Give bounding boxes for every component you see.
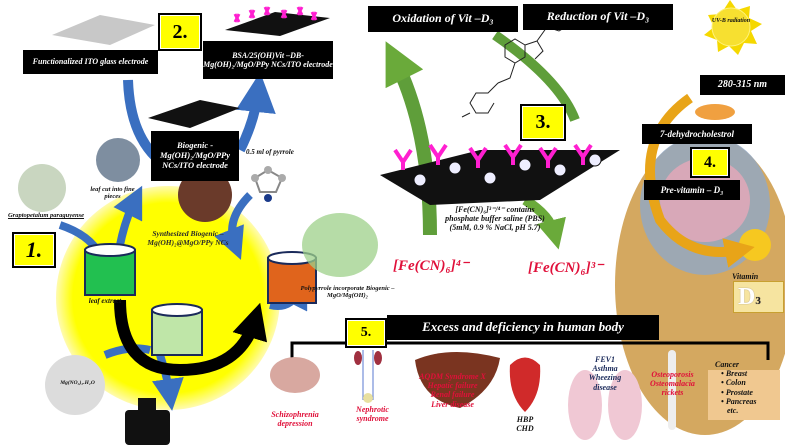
buffer-description: [Fe(CN)₆]³⁻/⁴⁻ contains phosphate buffer… — [445, 205, 545, 233]
uv-conversion-arrow — [645, 93, 755, 268]
wavelength-label: 280-315 nm — [700, 75, 785, 95]
plant-name-label: Graptopetalum paraguyense — [7, 212, 85, 219]
condition-item: Osteoporosis — [651, 370, 694, 379]
reduction-arrow-bottom — [522, 195, 566, 250]
plant-photo — [18, 164, 66, 212]
uv-b-label: UV-B radiation — [711, 18, 751, 24]
condition-item: HBP — [516, 415, 534, 424]
lung-conditions: FEV1 Asthma Wheezing disease — [575, 355, 635, 392]
reduction-label: Reduction of Vit –D₃ — [523, 4, 673, 30]
synthesized-nc-label: Synthesized Biogenic – Mg(OH)₂@MgO/PPy N… — [147, 229, 229, 247]
cancer-item: Pancreas — [725, 396, 757, 406]
bsa-electrode-illustration — [225, 6, 330, 36]
d3-subscript: 3 — [755, 295, 761, 307]
biogenic-nanostructure — [148, 100, 240, 128]
kidney-icon — [354, 350, 382, 403]
pyrrole-label: 0.5 ml of pyrrole — [246, 148, 294, 156]
cancer-title: Cancer — [715, 360, 739, 369]
arrow-to-device — [152, 353, 184, 411]
brain-conditions: Schizophrenia depression — [271, 410, 319, 429]
condition-item: Osteomalacia — [650, 379, 695, 389]
ferricyanide-label: [Fe(CN)₆]³⁻ — [528, 260, 604, 276]
body-section-title: Excess and deficiency in human body — [387, 315, 659, 340]
cancer-item: Colon — [725, 378, 746, 388]
beaker-mixture — [151, 303, 203, 356]
condition-item: FEV1 — [594, 355, 615, 364]
ito-glass-plate — [52, 15, 155, 45]
arrow-synthesis-flow — [114, 299, 268, 377]
step-4-badge: 4. — [690, 147, 730, 178]
cancer-conditions: Cancer • Breast • Colon • Prostate • Pan… — [715, 360, 785, 415]
vitamin-d3-badge: D3 — [733, 281, 784, 313]
vitamin-label: Vitamin — [732, 272, 759, 281]
salt-label: Mg(NO₃)₂.H₂O — [60, 380, 95, 386]
d-letter: D — [738, 284, 756, 310]
cancer-item: Prostate — [725, 387, 753, 397]
body-bracket — [290, 341, 770, 360]
nanocomposite-powder-photo — [178, 168, 232, 222]
condition-item: rickets — [661, 388, 684, 398]
reduction-arrow-top — [492, 30, 580, 122]
condition-item: Asthma — [592, 364, 618, 374]
skin-tissue-icon — [708, 370, 780, 420]
condition-item: AQDM Syndrome X — [419, 372, 486, 381]
sensor-electrode-strip — [380, 143, 620, 205]
step-3-badge: 3. — [520, 104, 566, 141]
kidney-conditions: Nephrotic syndrome — [356, 405, 389, 424]
brain-icon — [270, 357, 320, 393]
dehydrocholesterol-label: 7-dehydrocholestrol — [642, 124, 752, 144]
step-5-badge: 5. — [345, 318, 387, 348]
cancer-item: Breast — [725, 369, 748, 379]
centrifuge-device — [125, 398, 170, 445]
step-2-badge: 2. — [158, 13, 202, 51]
oxidation-label: Oxidation of Vit –D₃ — [368, 6, 518, 32]
condition-item: Hepatic failure — [427, 381, 478, 391]
condition-item: Renal failure — [430, 390, 475, 400]
pyrrole-molecule — [251, 166, 286, 202]
arrow-extract-to-leaf — [113, 185, 143, 246]
leaf-extract-label: leaf extract — [88, 297, 122, 305]
beaker-orange — [267, 251, 317, 304]
liver-conditions: AQDM Syndrome X Hepatic failure Renal fa… — [400, 372, 505, 409]
arrow-pyrrole-to-beaker — [214, 192, 253, 260]
oxidation-arrow — [385, 41, 437, 236]
step-1-badge: 1. — [12, 232, 56, 268]
condition-item: disease — [593, 382, 617, 392]
heart-conditions: HBP CHD — [505, 415, 545, 433]
condition-item: Wheezing — [588, 373, 622, 383]
leaf-pieces-photo — [96, 138, 140, 182]
ito-electrode-label: Functionalized ITO glass electrode — [23, 50, 158, 74]
cancer-etc: etc. — [727, 405, 739, 415]
liver-icon — [415, 351, 500, 408]
bone-icon — [668, 350, 676, 430]
condition-item: Liver disease — [431, 399, 474, 409]
biogenic-electrode-label: Biogenic - Mg(OH)₂/MgO/PPy NCs/ITO elect… — [151, 131, 239, 181]
beaker-leaf-extract — [84, 243, 136, 296]
arrow-biogenic-to-bsa — [235, 72, 276, 153]
leaf-cut-label: leaf cut into fine pieces — [90, 186, 135, 201]
previtamin-label: Pre-vitamin – D₃ — [644, 180, 740, 200]
sun-icon — [704, 0, 762, 55]
bone-conditions: Osteoporosis Osteomalacia rickets — [635, 370, 710, 398]
polypyrrole-label: Polypyrrole incorporate Biogenic – MgO/M… — [300, 285, 395, 300]
salt-powder-photo — [45, 355, 105, 415]
lungs-icon — [568, 370, 642, 440]
heart-icon — [509, 357, 541, 412]
ferrocyanide-label: [Fe(CN)₆]⁴⁻ — [393, 258, 469, 274]
polypyrrole-cloud — [302, 213, 378, 277]
bsa-electrode-label: BSA/25(OH)Vit –DB-Mg(OH)₂/MgO/PPy NCs/IT… — [203, 41, 333, 79]
condition-item: CHD — [516, 424, 534, 434]
